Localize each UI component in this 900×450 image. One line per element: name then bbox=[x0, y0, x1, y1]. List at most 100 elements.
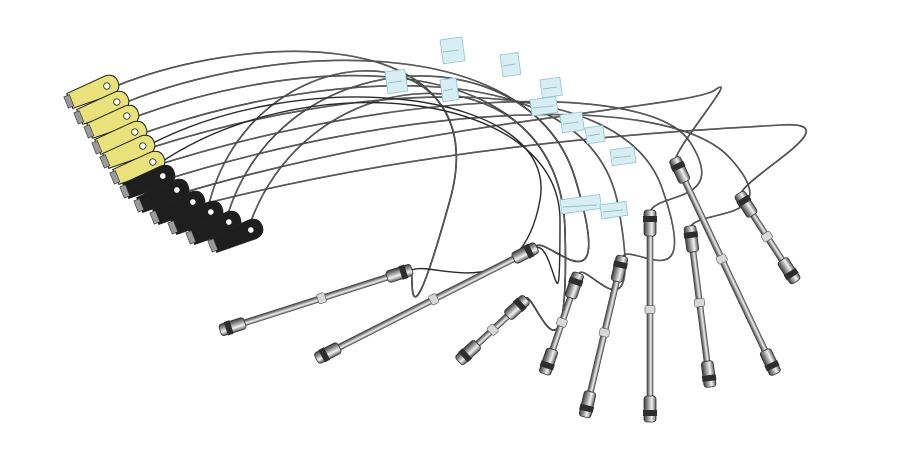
clip-hole bbox=[159, 172, 167, 180]
connector-rod bbox=[455, 295, 530, 365]
clip-hole bbox=[139, 142, 147, 150]
connector-rod bbox=[643, 209, 657, 423]
connector-rod bbox=[669, 156, 781, 376]
clip-hole bbox=[123, 112, 131, 120]
fiber-cable bbox=[171, 86, 722, 197]
rod-end-fitting bbox=[539, 347, 559, 376]
clip-ferrule bbox=[91, 140, 103, 155]
mounting-clip bbox=[83, 104, 140, 140]
clip-hole bbox=[207, 208, 215, 216]
connector-rod bbox=[314, 242, 539, 364]
connector-rod bbox=[734, 190, 801, 285]
fiber-cable-highlight bbox=[157, 114, 750, 229]
clip-hole bbox=[173, 186, 181, 194]
clip-hole bbox=[103, 82, 111, 90]
mounting-clip bbox=[109, 150, 166, 186]
mounting-clip bbox=[119, 164, 176, 200]
fiber-cable bbox=[139, 96, 542, 274]
rod-end-fitting bbox=[218, 317, 247, 336]
rod-mid-sleeve bbox=[556, 317, 568, 328]
rod-fitting-band bbox=[579, 403, 595, 413]
rod-mid-sleeve bbox=[761, 230, 773, 243]
rod-fitting-band bbox=[783, 267, 799, 281]
label-tag-mark bbox=[532, 105, 554, 109]
mounting-clip bbox=[63, 74, 120, 110]
rod-mid-sleeve bbox=[693, 297, 706, 308]
rod-end-fitting bbox=[759, 348, 781, 376]
rod-mid-sleeve bbox=[715, 253, 728, 265]
rod-fitting-band bbox=[701, 374, 717, 382]
rod-fitting-band bbox=[458, 348, 473, 363]
rod-fitting-band bbox=[223, 320, 234, 336]
connector-rod bbox=[539, 271, 584, 376]
rod-fitting-band bbox=[512, 297, 527, 312]
rod-mid-sleeve bbox=[428, 293, 440, 306]
label-tag-mark bbox=[387, 80, 403, 84]
rod-fitting-band bbox=[643, 216, 657, 222]
label-tag-mark bbox=[587, 133, 601, 137]
rod-end-fitting bbox=[504, 295, 530, 320]
clip-ferrule bbox=[207, 238, 219, 253]
cable-label-tag bbox=[559, 193, 603, 215]
rod-end-fitting bbox=[385, 264, 414, 283]
label-tag-mark bbox=[602, 209, 624, 213]
label-tag-mark bbox=[442, 88, 454, 92]
fiber-cable-highlight bbox=[147, 101, 703, 213]
cable-label-tag bbox=[529, 95, 559, 117]
rod-mid-sleeve bbox=[487, 323, 499, 336]
fiber-cable-highlight bbox=[171, 86, 722, 197]
rod-fitting-band bbox=[643, 410, 657, 416]
clip-hole bbox=[149, 158, 157, 166]
clip-hole bbox=[189, 198, 197, 206]
rod-fitting-band bbox=[398, 264, 409, 280]
fiber-cable-highlight bbox=[187, 124, 807, 209]
rod-mid-sleeve bbox=[644, 305, 656, 314]
connector-rod bbox=[683, 225, 717, 388]
rod-end-fitting bbox=[564, 271, 584, 300]
clip-ferrule bbox=[167, 220, 179, 235]
label-tag-mark bbox=[442, 49, 460, 53]
rod-tube bbox=[317, 245, 536, 361]
label-tag-mark bbox=[562, 121, 580, 125]
label-tag-mark bbox=[502, 63, 516, 67]
clip-ferrule bbox=[185, 230, 197, 245]
connector-rod bbox=[578, 254, 629, 419]
fiber-cable bbox=[149, 101, 561, 284]
label-tag-mark bbox=[612, 155, 632, 159]
label-tag-mark bbox=[542, 86, 558, 90]
clip-ferrule bbox=[133, 198, 145, 213]
cable-label-tag bbox=[609, 146, 637, 167]
clip-ferrule bbox=[63, 94, 75, 109]
rod-fitting-band bbox=[683, 231, 699, 239]
rod-fitting-band bbox=[670, 160, 686, 173]
clip-ferrule bbox=[73, 110, 85, 125]
rod-end-fitting bbox=[669, 156, 691, 184]
rod-fitting-band bbox=[318, 347, 331, 363]
clip-hole bbox=[113, 98, 121, 106]
rod-end-fitting bbox=[734, 190, 758, 218]
clip-ferrule bbox=[99, 154, 111, 169]
rod-end-fitting bbox=[700, 360, 717, 388]
rod-end-fitting bbox=[314, 342, 342, 364]
rod-tube bbox=[646, 211, 654, 421]
rod-fitting-band bbox=[568, 276, 584, 287]
rod-fitting-band bbox=[764, 359, 780, 372]
rod-end-fitting bbox=[511, 242, 539, 264]
rod-mid-sleeve bbox=[316, 292, 327, 304]
rod-fitting-band bbox=[539, 360, 555, 371]
rod-end-fitting bbox=[643, 395, 657, 423]
rod-fitting-band bbox=[612, 260, 628, 270]
mounting-clip bbox=[167, 200, 224, 236]
rod-end-fitting bbox=[777, 257, 801, 285]
label-tag-mark bbox=[562, 204, 598, 208]
clip-ferrule bbox=[149, 210, 161, 225]
rod-mid-sleeve bbox=[598, 327, 611, 338]
rod-tube bbox=[672, 159, 778, 373]
clip-ferrule bbox=[83, 124, 95, 139]
mounting-clip bbox=[207, 218, 264, 254]
clip-hole bbox=[131, 128, 139, 136]
rod-end-fitting bbox=[455, 340, 481, 365]
rod-fitting-band bbox=[522, 243, 535, 259]
clip-hole bbox=[225, 218, 233, 226]
